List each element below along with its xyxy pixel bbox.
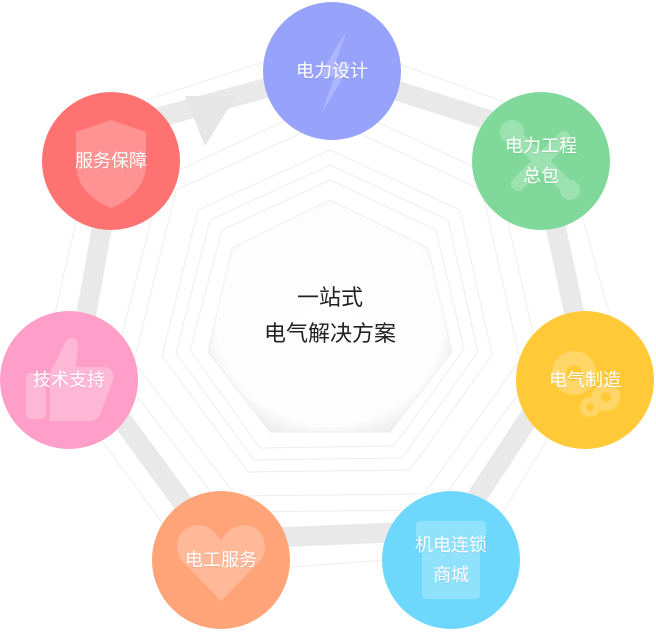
lightning-icon (319, 30, 351, 114)
node-label: 电力设计 (296, 61, 368, 81)
node-label: 机电连锁 商城 (415, 535, 487, 585)
node-electrical-manufacturing[interactable]: 电气制造 (516, 311, 654, 449)
node-power-design[interactable]: 电力设计 (263, 2, 401, 140)
center-heptagon (207, 199, 453, 433)
center-title: 一站式 电气解决方案 (230, 280, 430, 352)
cycle-arrow-head (185, 96, 236, 146)
node-label: 电气制造 (549, 370, 621, 390)
thumbs-up-icon (26, 337, 114, 421)
center-title-line2: 电气解决方案 (263, 321, 396, 346)
node-technical-support[interactable]: 技术支持 (0, 311, 138, 449)
node-label: 电工服务 (185, 550, 257, 570)
shield-icon (76, 120, 146, 208)
node-label: 电力工程 总包 (505, 136, 577, 186)
wrench-screwdriver-icon (500, 120, 580, 200)
node-label: 技术支持 (33, 370, 105, 390)
node-service-guarantee[interactable]: 服务保障 (42, 92, 180, 230)
gears-icon (552, 351, 620, 417)
storefront-icon (416, 521, 486, 599)
node-electrician-service[interactable]: 电工服务 (152, 491, 290, 629)
node-label: 服务保障 (75, 151, 147, 171)
center-title-line1: 一站式 (296, 285, 363, 310)
heart-icon (176, 525, 266, 601)
node-power-engineering[interactable]: 电力工程 总包 (472, 92, 610, 230)
node-chain-mall[interactable]: 机电连锁 商城 (382, 491, 520, 629)
